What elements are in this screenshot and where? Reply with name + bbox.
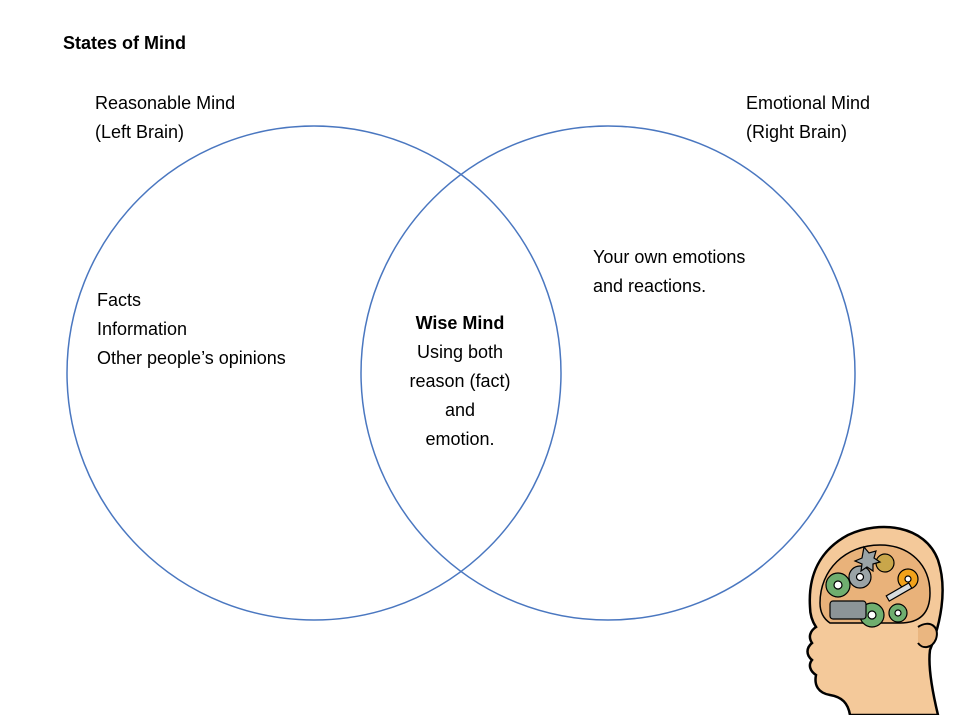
left-item-opinions: Other people’s opinions [97, 348, 286, 368]
right-circle-label: Emotional Mind (Right Brain) [746, 89, 870, 147]
right-item-line-2: and reactions. [593, 276, 707, 296]
right-circle [360, 125, 856, 621]
overlap-line-3: and [444, 400, 476, 420]
right-item-line-1: Your own emotions [593, 247, 746, 267]
left-circle-items: Facts Information Other people’s opinion… [97, 286, 286, 373]
overlap-text: Wise Mind Using both reason (fact) and e… [380, 309, 540, 454]
left-item-facts: Facts [97, 290, 142, 310]
left-label-line-2: (Left Brain) [95, 122, 185, 142]
right-label-line-1: Emotional Mind [746, 93, 871, 113]
brain-gears-icon [806, 525, 944, 715]
left-circle-label: Reasonable Mind (Left Brain) [95, 89, 235, 147]
diagram-title: States of Mind [63, 33, 187, 53]
left-label-line-1: Reasonable Mind [95, 93, 236, 113]
wise-mind-heading: Wise Mind [415, 313, 505, 333]
right-circle-items: Your own emotions and reactions. [593, 243, 745, 301]
overlap-line-4: emotion. [425, 429, 495, 449]
left-circle [66, 125, 562, 621]
right-label-line-2: (Right Brain) [746, 122, 848, 142]
overlap-line-2: reason (fact) [409, 371, 511, 391]
left-item-information: Information [97, 319, 188, 339]
overlap-line-1: Using both [416, 342, 504, 362]
